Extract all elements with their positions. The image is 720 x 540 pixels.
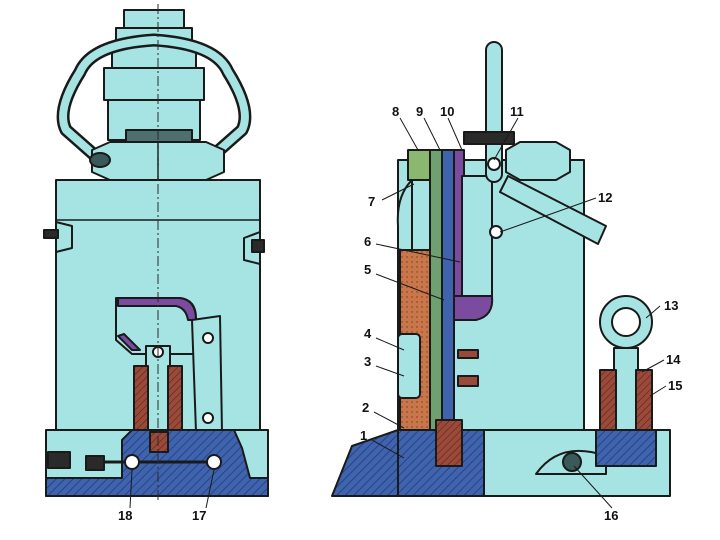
body-pin-12 (489, 225, 503, 239)
pump-seat (595, 429, 657, 467)
callout-11: 11 (510, 104, 524, 119)
callout-18: 18 (118, 508, 132, 523)
callout-15: 15 (668, 378, 682, 393)
seal-lower (457, 375, 479, 387)
callout-5: 5 (364, 262, 371, 277)
seal-mid (457, 349, 479, 359)
extension-rod (485, 41, 503, 183)
release-valve-17 (206, 454, 222, 470)
callout-8: 8 (392, 104, 399, 119)
rod-pin (487, 157, 501, 171)
side-screw-right-icon (251, 239, 265, 253)
callout-4: 4 (364, 326, 372, 341)
release-knob-icon (85, 455, 105, 471)
callout-17: 17 (192, 508, 206, 523)
release-screw-icon (47, 451, 71, 469)
oil-window (397, 333, 421, 399)
pump-lever-seal-corner (117, 333, 141, 351)
callout-10: 10 (440, 104, 454, 119)
bolt-16 (562, 452, 582, 472)
pump-barrel-left (133, 365, 149, 433)
piston-base (453, 295, 494, 321)
callout-14: 14 (666, 352, 681, 367)
side-screw-left-icon (43, 229, 59, 239)
front-view (43, 4, 269, 500)
handle-arm (499, 175, 607, 245)
release-valve-18 (124, 454, 140, 470)
callout-labels: 1 2 3 4 5 6 7 8 9 10 11 12 13 14 15 16 1… (118, 104, 682, 523)
callout-6: 6 (364, 234, 371, 249)
piston-chamber (461, 175, 493, 297)
nut-knurled-10 (463, 131, 515, 145)
pump-plunger-14 (613, 347, 639, 445)
callout-3: 3 (364, 354, 371, 369)
callout-12: 12 (598, 190, 612, 205)
base-valve-red (435, 419, 463, 467)
pump-lever-seal (117, 297, 197, 321)
link-pin-bottom (202, 412, 214, 424)
callout-2: 2 (362, 400, 369, 415)
screw-cap-top (123, 9, 185, 29)
callout-13: 13 (664, 298, 678, 313)
leader-lines (129, 117, 667, 509)
callout-1: 1 (360, 428, 367, 443)
ram-nut-dark (125, 129, 193, 143)
release-valve-body (149, 431, 169, 453)
callout-7: 7 (368, 194, 375, 209)
handle-pivot-left (89, 152, 111, 168)
extension-screw-lower (103, 67, 205, 101)
pump-head-hole (611, 307, 641, 337)
side-bolt-left (55, 221, 73, 253)
cylinder-wall-green (429, 149, 443, 461)
carry-handle-inner (59, 36, 249, 163)
hex-nut-right (505, 141, 571, 181)
link-pin-top (202, 332, 214, 344)
section-view (331, 41, 671, 497)
pump-barrel-right (167, 365, 183, 433)
callout-16: 16 (604, 508, 618, 523)
callout-9: 9 (416, 104, 423, 119)
